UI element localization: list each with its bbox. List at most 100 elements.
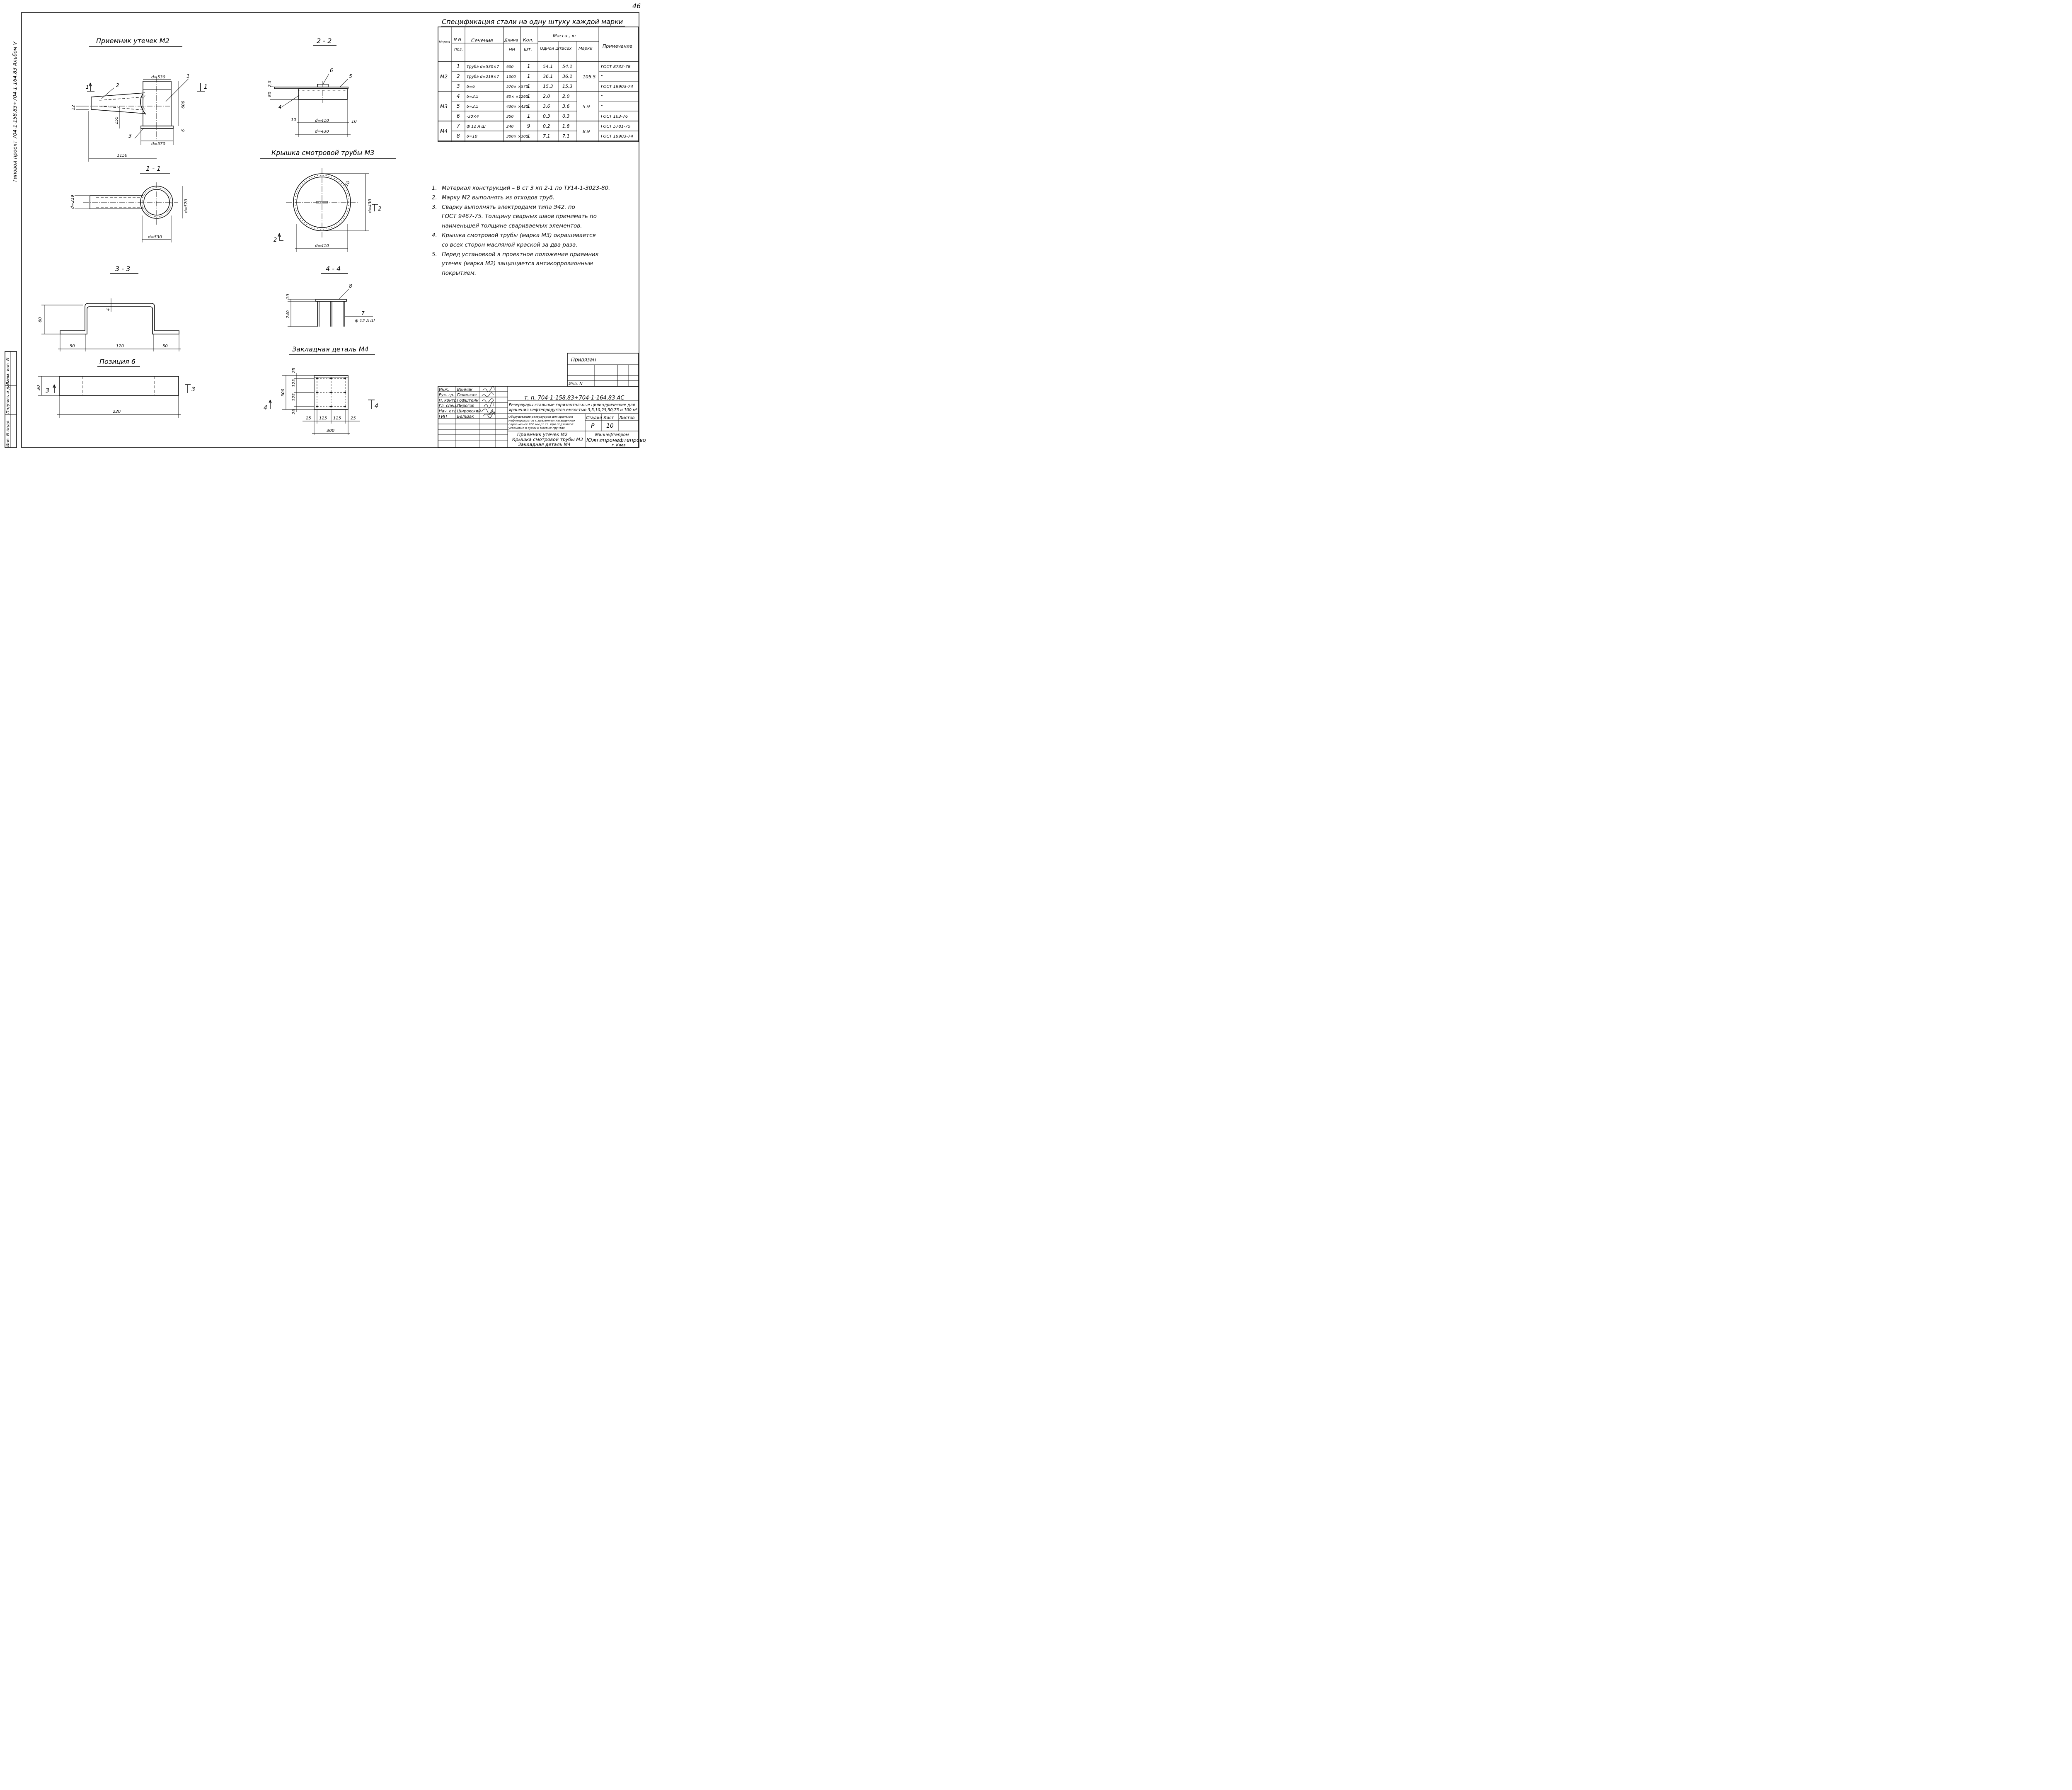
- page-number: 46: [632, 2, 641, 10]
- spec-table: Спецификация стали на одну штуку каждой …: [438, 18, 639, 142]
- stamp-person-name: Пирогов: [457, 404, 474, 408]
- binding-title: Привязан: [571, 357, 596, 363]
- view-1-1: 1 - 1 d=219 d=570 d=530: [70, 165, 189, 242]
- note-number: 5.: [432, 251, 437, 258]
- spec-one: 7.1: [543, 133, 550, 139]
- stamp-code: т. п. 704-1-158.83÷704-1-164.83 АС: [524, 395, 625, 401]
- note-line: 2.Марку М2 выполнять из отходов труб.: [432, 194, 614, 203]
- v22-dim-2-5: 2,5: [268, 80, 272, 87]
- m3-section-2-right: 2: [378, 206, 381, 212]
- spec-h-mark: Марка: [439, 40, 450, 44]
- spec-qty: 1: [527, 73, 530, 79]
- spec-group-total: 8.9: [583, 129, 590, 134]
- spec-one: 3.6: [543, 104, 550, 109]
- strip-vzam-inv: Взам. инв. N: [6, 358, 10, 385]
- spec-note: ГОСТ 19903-74: [601, 134, 633, 139]
- view-2-2-title: 2 - 2: [317, 37, 332, 45]
- spec-h-section: Сечение: [471, 38, 493, 44]
- spec-h-nn: N N: [454, 37, 462, 42]
- stamp-role: Гл. спец.: [439, 404, 457, 408]
- m2-pos-3: 3: [128, 133, 132, 139]
- v22-pos-5: 5: [349, 73, 352, 79]
- v22-pos-6: 6: [330, 68, 333, 73]
- spec-h-length: Длина: [504, 38, 518, 43]
- stamp-desc3-4: установке в сухих и мокрых грунтах: [508, 426, 565, 430]
- spec-one: 54.1: [543, 64, 553, 69]
- note-line: покрытием.: [432, 269, 614, 279]
- m3-dim-d410: d=410: [315, 244, 329, 248]
- view-4-4-title: 4 - 4: [326, 265, 341, 273]
- v22-dim-10b: 10: [351, 119, 357, 124]
- spec-length: 80× ×1260: [506, 95, 528, 99]
- spec-length: 570× ×570: [506, 85, 528, 89]
- stamp-person-name: Гофштейн: [457, 398, 479, 403]
- v22-dim-d430: d=430: [315, 129, 329, 134]
- note-line: со всех сторон масляной краской за два р…: [432, 241, 614, 250]
- drawing-sheet: 46 Типовой проект 704-1-158.83÷704-1-164…: [0, 0, 646, 460]
- stamp-person-name: Галицкая: [457, 393, 477, 397]
- spec-pos: 8: [457, 133, 460, 139]
- spec-section: δ=2.5: [467, 104, 479, 109]
- notes-block: 1.Материал конструкций – В ст 3 кп 2-1 п…: [432, 184, 614, 279]
- m4-dim-h25a: 25: [306, 416, 311, 421]
- spec-group-mark: М4: [440, 128, 448, 134]
- m4-dim-v300: 300: [281, 389, 286, 397]
- m4-dim-v25b: 25: [292, 409, 296, 414]
- stamp-person-name: Широкский: [457, 409, 481, 414]
- note-number: 3.: [432, 204, 437, 211]
- spec-length: 430× ×430: [506, 105, 528, 109]
- spec-note: ": [601, 104, 603, 109]
- spec-qty: 1: [527, 103, 530, 109]
- spec-qty: 1: [527, 133, 530, 139]
- pos6-dim-220: 220: [113, 409, 121, 414]
- pos6-dim-30: 30: [36, 385, 41, 390]
- stamp-org2: Южгипронефтепровод: [586, 437, 646, 443]
- stamp-role: Рук. гр.: [439, 393, 454, 397]
- binding-inv: Инв. N: [569, 382, 583, 386]
- spec-h-qty-unit: шт.: [524, 46, 532, 52]
- pos6-title: Позиция 6: [99, 358, 136, 366]
- spec-length: 240: [506, 125, 513, 129]
- v44-dim-240: 240: [286, 310, 290, 318]
- spec-all: 7.1: [562, 133, 570, 139]
- stamp-org3: г. Киев: [612, 443, 626, 448]
- view-3-3: 3 - 3 60 4 50 120 50: [38, 265, 181, 351]
- spec-section: -30×4: [467, 114, 479, 119]
- m4-dim-h125b: 125: [333, 416, 341, 421]
- binding-box: Привязан Инв. N: [567, 353, 639, 387]
- strip-inv-podl: Инв. N подл.: [6, 419, 10, 447]
- m4-dim-v25a: 25: [292, 368, 296, 373]
- stamp-content-2: Крышка смотровой трубы М3: [512, 437, 583, 442]
- stamp-desc2: хранения нефтепродуктов емкостью 3,5,10,…: [508, 408, 637, 412]
- stamp-role: Н. контр.: [439, 398, 458, 403]
- note-line: 4. Крышка смотровой трубы (марка М3) окра…: [432, 231, 614, 241]
- v11-dim-d219: d=219: [70, 195, 75, 209]
- spec-group-total: 5.9: [583, 104, 590, 109]
- v44-dim-10: 10: [286, 294, 290, 299]
- note-line: утечек (марка М2) защищается антикоррози…: [432, 259, 614, 269]
- spec-h-all: Всех: [562, 46, 572, 51]
- spec-section: ф 12 А Ш: [467, 124, 486, 129]
- stamp-role: Нач. отд.: [439, 409, 458, 414]
- m4-section-4-left: 4: [264, 405, 267, 411]
- spec-h-note: Примечание: [603, 44, 632, 49]
- note-line: 3.Сварку выполнять электродами типа Э42.…: [432, 203, 614, 213]
- note-line: наименьшей толщине свариваемых элементов…: [432, 222, 614, 231]
- v44-rebar: ф 12 А Ш: [355, 319, 375, 323]
- spec-h-mass: Масса , кг: [553, 33, 577, 39]
- note-text: наименьшей толщине свариваемых элементов…: [442, 223, 582, 230]
- spec-note: ГОСТ 103-76: [601, 114, 628, 119]
- m3-view: Крышка смотровой трубы М3 d=430 d=410 10…: [260, 149, 396, 252]
- note-text: Крышка смотровой трубы (марка М3) окраши…: [442, 232, 596, 239]
- v33-dim-60: 60: [38, 317, 43, 322]
- v11-dim-d530: d=530: [148, 235, 162, 240]
- view-4-4: 4 - 4 10 240 8 7 ф 12 А Ш: [286, 265, 375, 327]
- note-number: 4.: [432, 232, 437, 239]
- m4-section-4-right: 4: [375, 403, 378, 409]
- stamp-sheet: 10: [606, 423, 614, 429]
- spec-group-mark: М3: [440, 104, 448, 109]
- note-text: Марку М2 выполнять из отходов труб.: [442, 194, 555, 201]
- spec-one: 2.0: [543, 94, 550, 99]
- spec-section: δ=6: [467, 85, 475, 89]
- spec-pos: 7: [457, 123, 460, 129]
